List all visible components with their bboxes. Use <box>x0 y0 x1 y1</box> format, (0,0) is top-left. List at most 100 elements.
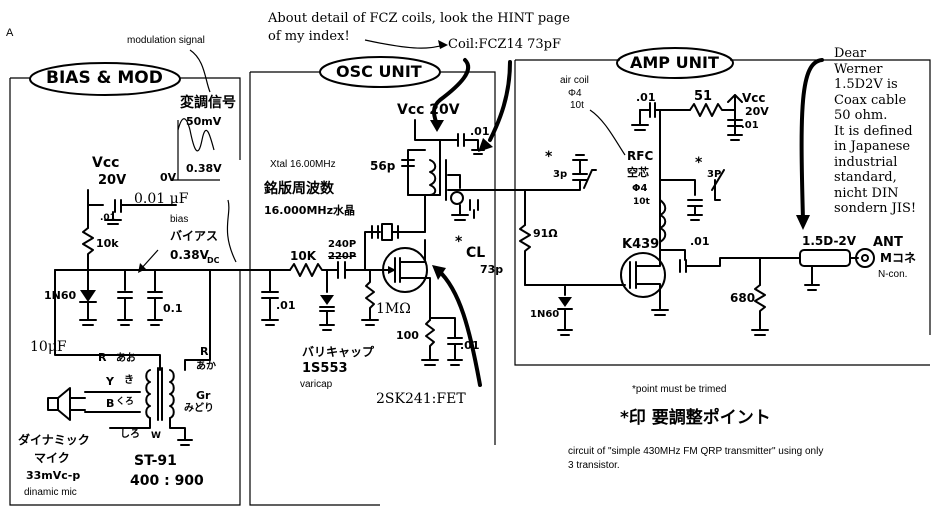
tr-y-jp: き <box>124 375 134 386</box>
cl-label: CL <box>466 245 486 261</box>
amp-cap-3p-b: 3P <box>707 169 722 180</box>
top-note-line1: About detail of FCZ coils, look the HINT… <box>268 11 570 26</box>
osc-boundary <box>249 71 496 506</box>
mic-jp-1: ダイナミック <box>18 433 90 447</box>
fet-arrow <box>436 268 482 387</box>
osc-cap-240p: 240P <box>328 239 357 250</box>
xtal-freq: 16.000MHz水晶 <box>264 204 356 217</box>
v038-label: 0.38V <box>186 162 222 175</box>
rfc-label: RFC <box>627 149 654 163</box>
osc-coil-arrow <box>432 58 471 127</box>
right-note-line: 50 ohm. <box>834 108 888 123</box>
varicap-jp: バリキャップ <box>302 345 375 359</box>
amp-diode: 1N60 <box>530 309 560 320</box>
mic-jp-2: マイク <box>34 451 70 465</box>
tr-r-right-jp: あか <box>196 361 216 372</box>
amp-vcc: Vcc <box>742 91 766 105</box>
osc-res-100: 100 <box>396 329 419 342</box>
air-coil-arrow <box>589 109 626 156</box>
xtal-label: Xtal 16.00MHz <box>270 159 336 170</box>
osc-cap-01: .01 <box>276 299 296 312</box>
right-note-line: sondern JIS! <box>834 201 917 216</box>
unit-title-amp: AMP UNIT <box>630 53 719 72</box>
amp-oval <box>616 47 734 79</box>
bias-diode-label: 1N60 <box>44 289 77 302</box>
ant-connector-jp: Mコネ <box>880 251 916 265</box>
tr-y-label: Y <box>106 375 114 388</box>
tr-r-right: R <box>200 345 209 358</box>
tr-b-jp: くろ <box>116 397 135 407</box>
rfc-turns: 10t <box>633 197 650 207</box>
tr-gr-label: Gr <box>196 389 211 402</box>
amp-star-2: * <box>695 155 703 171</box>
right-note-line: Coax cable <box>834 92 907 108</box>
osc-cap-01b: .01 <box>460 339 480 352</box>
corner-letter: A <box>6 27 14 39</box>
bias-v-label: 0.38V <box>170 248 209 262</box>
osc-vcc: Vcc 20V <box>397 102 460 118</box>
top-note-line2: of my index! <box>268 29 350 44</box>
varicap-en: varicap <box>300 379 333 390</box>
osc-cap-01-top: .01 <box>470 125 490 138</box>
unit-title-osc: OSC UNIT <box>336 62 422 81</box>
transformer-label: ST-91 <box>134 453 177 469</box>
osc-res-1m: 1MΩ <box>376 301 411 317</box>
osc-star: * <box>455 234 463 250</box>
right-note-line: 1.5D2V is <box>834 77 898 92</box>
bias-vcc-volt: 20V <box>98 173 127 188</box>
transistor-label: K439 <box>622 237 660 252</box>
zero-v-label: 0V <box>160 171 177 184</box>
bias-res-10k: 10k <box>96 237 119 250</box>
osc-circuit <box>239 119 491 366</box>
caption-line1: circuit of "simple 430MHz FM QRP transmi… <box>568 446 824 457</box>
rfc-jp: 空芯 <box>627 166 649 179</box>
tr-gr-jp: みどり <box>184 403 214 414</box>
bias-jp-label: バイアス <box>170 229 219 243</box>
rfc-dia: Φ4 <box>632 183 648 194</box>
amp-res-91: 91Ω <box>533 227 558 240</box>
bias-en-label: bias <box>170 214 189 225</box>
cl-value: 73p <box>480 263 504 276</box>
bias-dc-label: DC <box>207 256 220 265</box>
right-note-line: Werner <box>834 61 883 77</box>
footnote-jp: *印 要調整ポイント <box>620 408 771 428</box>
caption-line2: 3 transistor. <box>568 460 620 471</box>
air-coil-dia: Φ4 <box>568 88 582 99</box>
amp-star-1: * <box>545 149 553 165</box>
amp-cap-01c: .01 <box>690 235 710 248</box>
right-note-line: Dear <box>834 46 867 61</box>
bias-cap-01: .01 <box>100 213 116 223</box>
mic-en: dinamic mic <box>24 487 77 498</box>
air-coil-turns: 10t <box>570 100 584 111</box>
bias-mod-circuit <box>47 189 241 446</box>
cable-label: 1.5D-2V <box>802 234 857 248</box>
amp-res-680: 680 <box>730 291 756 305</box>
xtal-note-arrow <box>226 199 237 263</box>
bias-mod-boundary <box>9 77 241 506</box>
mic-level: 33mVc-p <box>26 469 81 482</box>
right-note-line: in Japanese <box>834 139 911 154</box>
osc-res-10k: 10K <box>290 249 316 263</box>
tr-bottom-jp: しろ <box>120 429 140 440</box>
ant-label: ANT <box>873 235 903 250</box>
modulation-signal-label: modulation signal <box>127 35 205 46</box>
footnote-en: *point must be trimed <box>632 384 727 395</box>
amp-res-51: 51 <box>694 89 713 104</box>
bias-cap-10uf: 10μF <box>30 339 67 355</box>
amp-circuit <box>489 94 875 336</box>
cl-arrow <box>488 60 512 142</box>
amp-boundary <box>514 59 931 366</box>
fet-label: 2SK241:FET <box>376 391 466 407</box>
mod-level-label: 50mV <box>186 115 222 128</box>
unit-title-bias-mod: BIAS & MOD <box>46 68 163 88</box>
air-coil-label: air coil <box>560 75 589 86</box>
ant-connector-en: N-con. <box>878 269 908 280</box>
mod-jp-label: 変調信号 <box>180 95 236 111</box>
transformer-ratio: 400 : 900 <box>130 473 204 489</box>
modsig-arrow <box>189 49 211 93</box>
bias-cap-001uf: 0.01 μF <box>134 191 189 207</box>
right-note-line: standard, <box>834 170 897 185</box>
tr-w-label: W <box>151 431 161 441</box>
osc-oval <box>319 56 441 88</box>
